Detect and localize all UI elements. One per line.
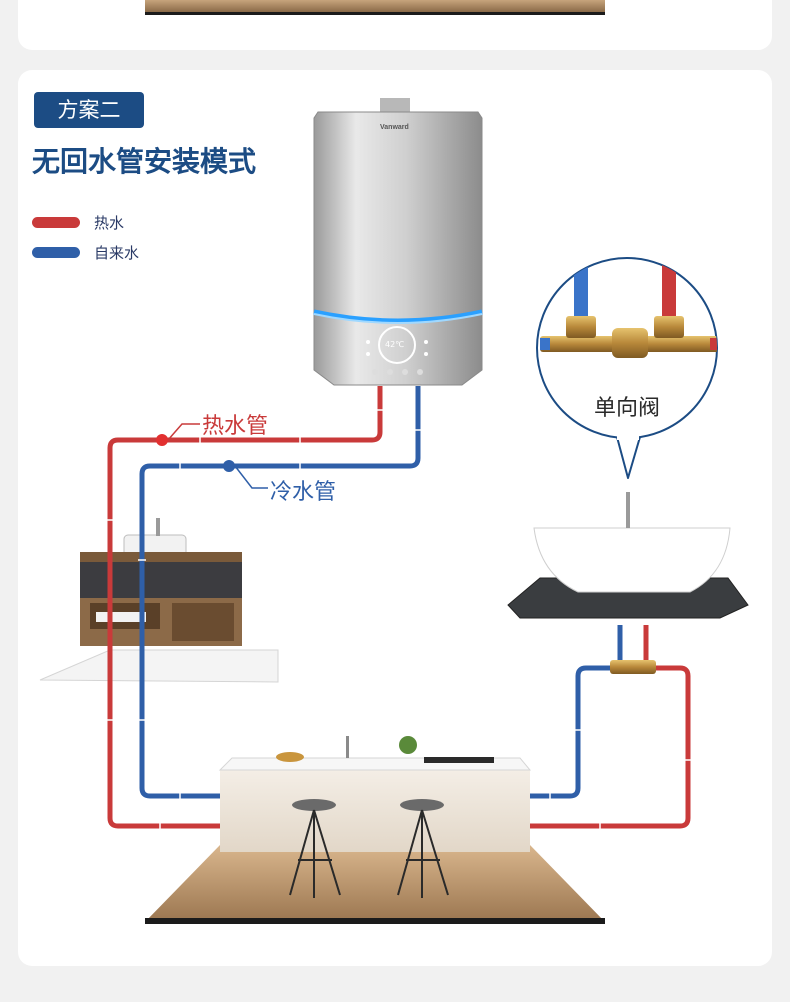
kitchen-island <box>145 736 605 924</box>
cold-pipe-leader <box>234 465 268 489</box>
callout-cold-pipe <box>574 258 588 320</box>
scheme-badge: 方案二 <box>34 92 144 128</box>
cold-pipe-joints <box>138 429 582 800</box>
hot-pipe-marker <box>156 434 168 446</box>
cold-pipe-marker <box>223 460 235 472</box>
cooktop <box>424 757 494 763</box>
check-valve-callout <box>536 257 718 479</box>
heater-brand: Vanward <box>380 124 409 131</box>
hot-pipe-label: 热水管 <box>202 414 269 439</box>
callout-hot-pipe <box>662 258 676 320</box>
hot-water-pipes <box>107 386 691 829</box>
previous-floor-edge <box>145 0 605 15</box>
heater-control-buttons <box>366 340 428 375</box>
cold-water-pipes <box>139 386 623 799</box>
hot-pipe-joints <box>106 409 692 830</box>
legend-swatch-cold <box>32 247 80 258</box>
bathtub-valve <box>610 660 656 674</box>
check-valve-label: 单向阀 <box>594 396 661 421</box>
cold-pipe-label: 冷水管 <box>270 480 337 505</box>
bathroom-vanity <box>39 518 279 683</box>
bathtub <box>507 492 749 619</box>
heater-temperature-display: 42℃ <box>385 340 405 349</box>
heater-dial <box>378 326 416 364</box>
water-heater <box>313 98 483 386</box>
hot-pipe-leader <box>167 423 200 441</box>
bar-stools <box>289 799 449 898</box>
legend-label-hot: 热水 <box>94 214 125 232</box>
heater-flue <box>380 98 410 112</box>
heater-led-strip <box>313 309 483 324</box>
bathtub-faucet <box>626 492 630 528</box>
legend-label-cold: 自来水 <box>94 244 140 262</box>
legend-swatch-hot <box>32 217 80 228</box>
potted-plant <box>399 736 417 754</box>
page-title: 无回水管安装模式 <box>32 145 257 178</box>
